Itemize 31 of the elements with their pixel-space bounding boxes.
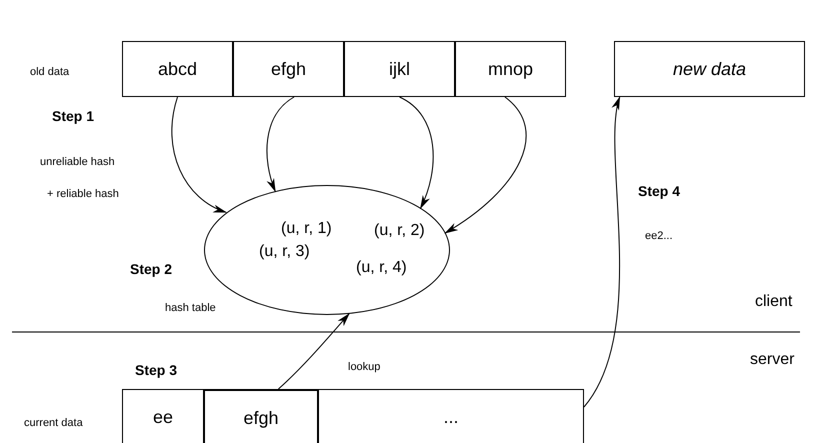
data-block: ... [318, 389, 584, 443]
side-label: server [750, 351, 794, 369]
note: unreliable hash [40, 156, 115, 168]
arrow [584, 96, 621, 408]
arrow [278, 312, 350, 390]
step-label: Step 1 [52, 108, 94, 124]
arrow [171, 96, 228, 213]
row-label: old data [30, 66, 70, 78]
data-block: abcd [122, 41, 233, 97]
data-block: ee [122, 389, 204, 443]
note: hash table [165, 302, 216, 314]
data-block: new data [614, 41, 805, 97]
note: ee2... [645, 230, 673, 242]
matched-block: efgh [203, 389, 319, 443]
arrow [399, 96, 434, 210]
hash-entry: (u, r, 2) [374, 222, 425, 240]
step-label: Step 4 [638, 183, 680, 199]
step-label: Step 2 [130, 261, 172, 277]
edge-label: lookup [348, 361, 380, 373]
data-block: mnop [455, 41, 566, 97]
step-label: Step 3 [135, 362, 178, 378]
data-block: ijkl [344, 41, 455, 97]
data-block: efgh [233, 41, 344, 97]
arrow [444, 96, 527, 234]
side-label: client [755, 293, 792, 311]
row-label: current data [24, 417, 83, 429]
hash-entry: (u, r, 3) [259, 243, 310, 261]
arrow [266, 96, 295, 192]
note: + reliable hash [47, 188, 119, 200]
hash-entry: (u, r, 1) [281, 220, 332, 238]
hash-entry: (u, r, 4) [356, 259, 407, 277]
